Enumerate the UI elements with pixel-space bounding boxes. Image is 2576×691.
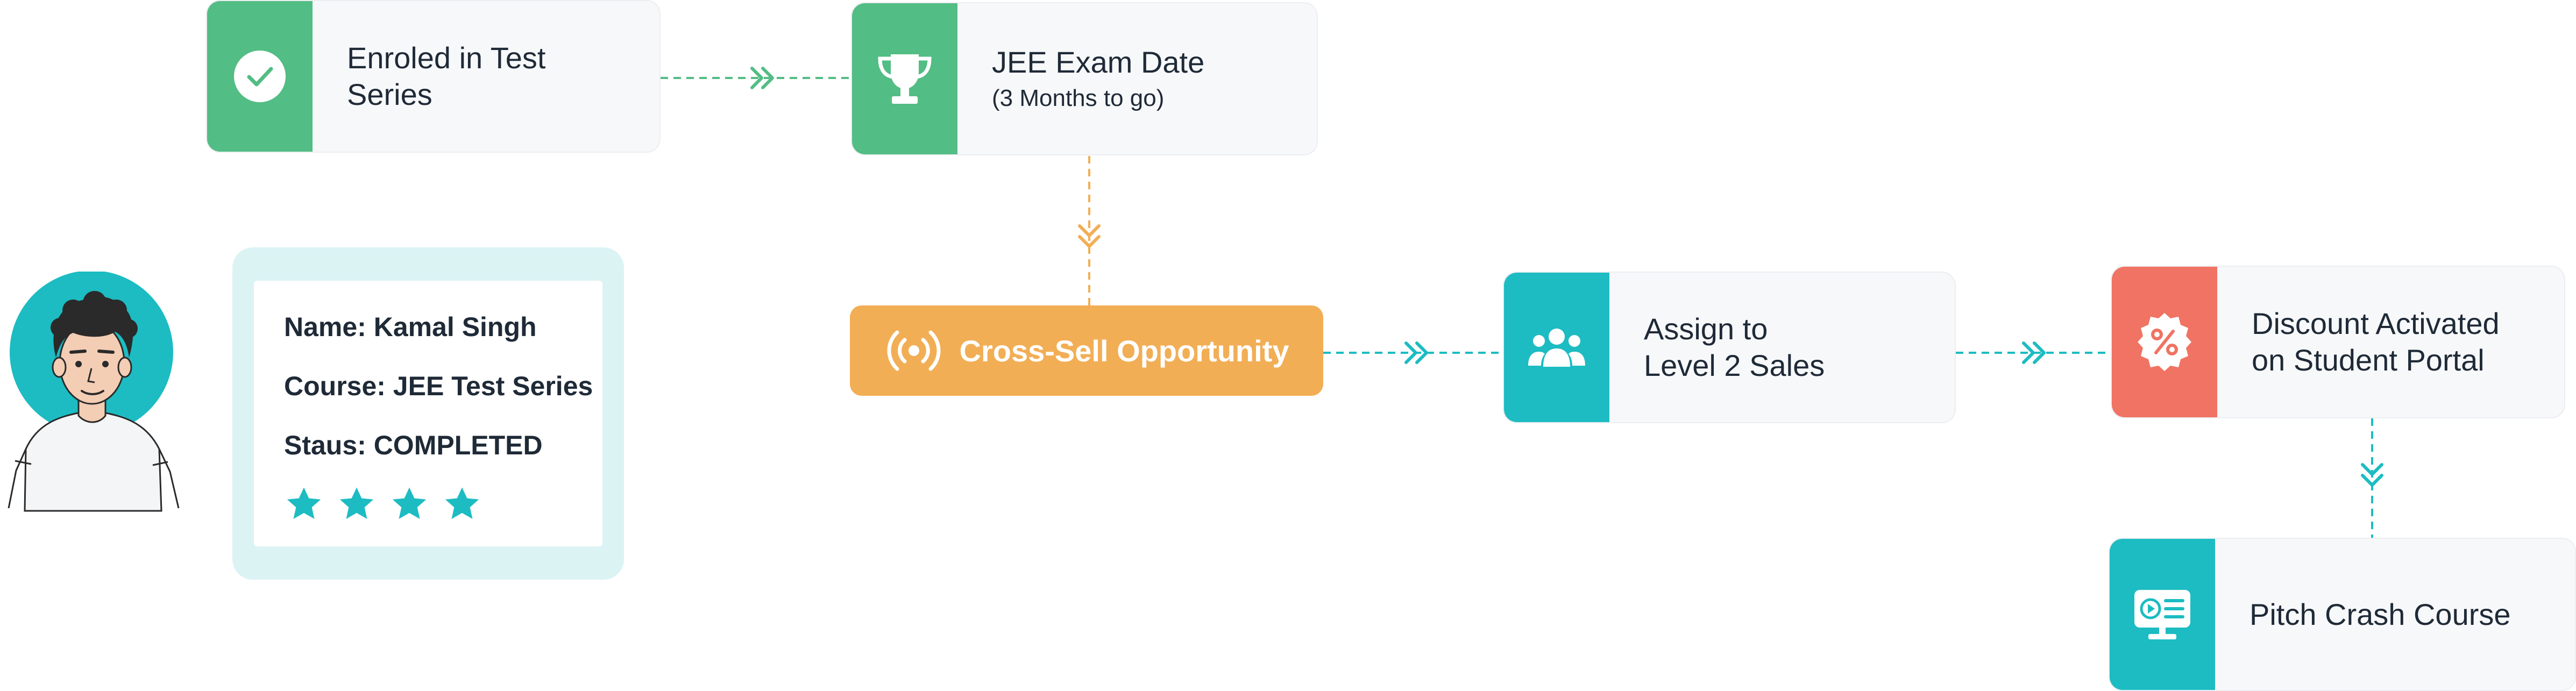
node-title: Discount Activated on Student Portal xyxy=(2252,307,2500,377)
student-avatar-icon xyxy=(8,272,180,512)
double-chevron-down-icon xyxy=(2361,463,2383,487)
star-rating xyxy=(284,485,602,524)
trophy-icon xyxy=(878,54,932,104)
node-title: JEE Exam Date xyxy=(992,45,1205,79)
broadcast-icon xyxy=(887,330,941,371)
check-circle-icon xyxy=(234,51,286,102)
student-course: Course: JEE Test Series xyxy=(284,371,593,401)
node-cross-sell-opportunity: Cross-Sell Opportunity xyxy=(850,305,1323,396)
node-title: Enroled in Test Series xyxy=(347,41,546,111)
double-chevron-right-icon xyxy=(1404,341,1428,364)
node-subtitle: (3 Months to go) xyxy=(992,84,1165,111)
node-enroled-in-test-series: Enroled in Test Series xyxy=(206,0,661,153)
group-users-icon xyxy=(1528,329,1585,367)
node-title: Cross-Sell Opportunity xyxy=(959,333,1289,368)
student-name: Name: Kamal Singh xyxy=(284,312,537,342)
star-icon xyxy=(445,487,479,519)
percent-badge-icon xyxy=(2138,313,2191,371)
node-assign-to-level-2-sales: Assign to Level 2 Sales xyxy=(1503,272,1956,423)
student-profile-card: Name: Kamal Singh Course: JEE Test Serie… xyxy=(232,247,624,580)
double-chevron-down-icon xyxy=(1078,224,1101,248)
double-chevron-right-icon xyxy=(2022,341,2046,364)
double-chevron-right-icon xyxy=(750,67,774,89)
node-pitch-crash-course: Pitch Crash Course xyxy=(2109,538,2576,691)
node-discount-activated: Discount Activated on Student Portal xyxy=(2111,266,2565,418)
video-screen-icon xyxy=(2134,589,2190,639)
node-jee-exam-date: JEE Exam Date (3 Months to go) xyxy=(851,2,1318,155)
student-status: Staus: COMPLETED xyxy=(284,430,543,460)
node-title: Pitch Crash Course xyxy=(2249,597,2511,631)
node-title: Assign to Level 2 Sales xyxy=(1644,312,1825,382)
star-icon xyxy=(339,487,374,519)
star-icon xyxy=(392,487,427,519)
star-icon xyxy=(287,487,321,519)
